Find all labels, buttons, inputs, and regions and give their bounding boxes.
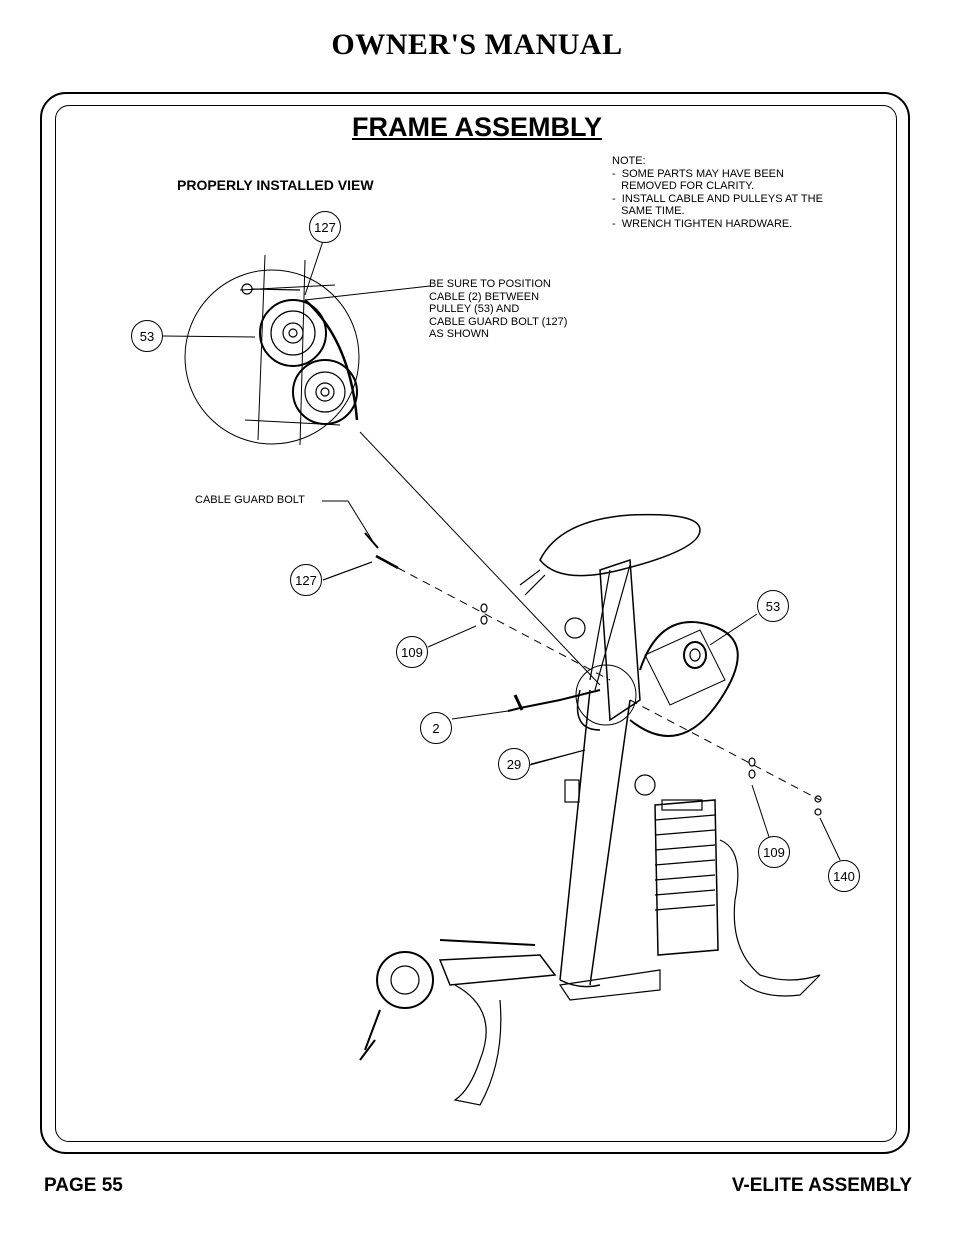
bolt-hardware (322, 500, 611, 681)
weight-stack (654, 799, 821, 997)
balloon-127-detail: 127 (309, 211, 341, 243)
balloon-2-cable: 2 (420, 712, 452, 744)
manual-title: OWNER'S MANUAL (331, 28, 623, 61)
balloon-109-washer-right: 109 (758, 836, 790, 868)
balloon-53-pulley: 53 (757, 590, 789, 622)
cable-2 (451, 689, 601, 731)
base-and-seat (359, 939, 661, 1106)
detail-leader-line (359, 431, 601, 686)
main-frame (519, 513, 701, 988)
balloon-53-detail: 53 (131, 320, 163, 352)
detail-view-label: PROPERLY INSTALLED VIEW (177, 177, 374, 193)
right-hardware (629, 699, 841, 861)
page-frame-outer (40, 92, 910, 1154)
page-number: PAGE 55 (44, 1175, 123, 1196)
balloon-109-washer-left: 109 (396, 636, 428, 668)
page-title: FRAME ASSEMBLY (351, 112, 603, 142)
balloon-127-bolt: 127 (290, 564, 322, 596)
balloon-29-frame: 29 (498, 748, 530, 780)
assembly-note: NOTE: - SOME PARTS MAY HAVE BEEN REMOVED… (612, 155, 823, 230)
page-frame-inner (55, 105, 897, 1142)
pulley-53 (629, 613, 758, 737)
detail-view-circle (162, 234, 431, 446)
cable-guard-bolt-label: CABLE GUARD BOLT (195, 494, 305, 506)
section-name: V-ELITE ASSEMBLY (731, 1175, 912, 1196)
balloon-140-nut: 140 (828, 860, 860, 892)
cable-position-callout: BE SURE TO POSITION CABLE (2) BETWEEN PU… (429, 278, 568, 340)
